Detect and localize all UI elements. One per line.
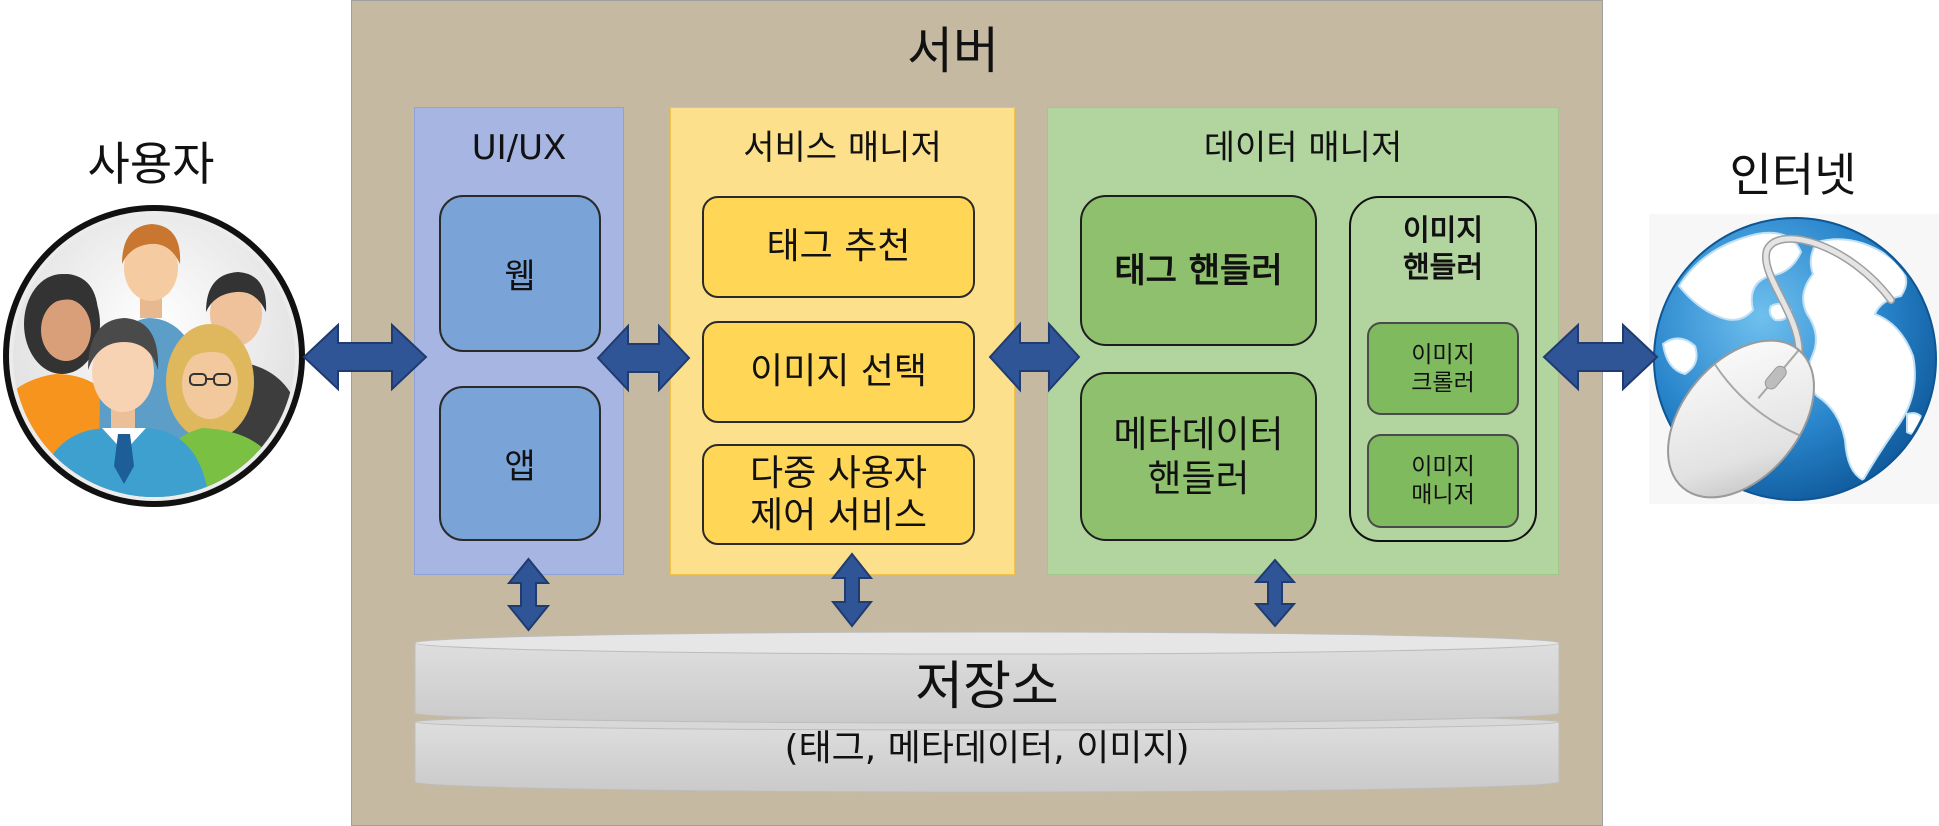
image-select-label: 이미지 선택 bbox=[749, 351, 928, 392]
data-manager-panel: 데이터 매니저 태그 핸들러 메타데이터 핸들러 이미지 핸들러 이미지 크롤러… bbox=[1047, 107, 1559, 575]
web-label: 웹 bbox=[504, 257, 536, 297]
image-handler-title-line-1: 이미지 bbox=[1402, 213, 1484, 247]
image-handler-title: 이미지 핸들러 bbox=[1351, 212, 1535, 286]
multi-user-control-box: 다중 사용자 제어 서비스 bbox=[702, 444, 975, 545]
metadata-handler-line-1: 메타데이터 bbox=[1113, 412, 1284, 456]
app-label: 앱 bbox=[504, 447, 536, 487]
uiux-service-arrow bbox=[596, 323, 691, 393]
storage-cylinder-shape bbox=[414, 631, 1560, 793]
image-handler-box: 이미지 핸들러 이미지 크롤러 이미지 매니저 bbox=[1349, 196, 1537, 542]
internet-picture bbox=[1649, 214, 1939, 504]
app-box: 앱 bbox=[439, 386, 601, 541]
server-internet-arrow bbox=[1542, 322, 1659, 392]
service-manager-title: 서비스 매니저 bbox=[743, 128, 942, 168]
service-manager-panel: 서비스 매니저 태그 추천 이미지 선택 다중 사용자 제어 서비스 bbox=[670, 107, 1015, 575]
storage-cylinder: 저장소 (태그, 메타데이터, 이미지) bbox=[414, 627, 1560, 795]
image-manager-line-1: 이미지 bbox=[1411, 454, 1475, 480]
uiux-title: UI/UX bbox=[471, 128, 567, 168]
data-manager-title: 데이터 매니저 bbox=[1203, 128, 1403, 168]
user-label: 사용자 bbox=[87, 137, 215, 191]
data-storage-arrow bbox=[1253, 558, 1297, 628]
image-manager-line-2: 매니저 bbox=[1411, 482, 1475, 508]
image-manager-box: 이미지 매니저 bbox=[1367, 434, 1519, 528]
storage-title: 저장소 bbox=[915, 657, 1059, 717]
image-crawler-box: 이미지 크롤러 bbox=[1367, 322, 1519, 415]
metadata-handler-box: 메타데이터 핸들러 bbox=[1080, 372, 1317, 541]
people-group-icon bbox=[3, 205, 305, 507]
user-server-arrow bbox=[302, 322, 428, 392]
multi-user-control-line-1: 다중 사용자 bbox=[749, 452, 928, 494]
image-select-box: 이미지 선택 bbox=[702, 321, 975, 423]
uiux-storage-arrow bbox=[506, 557, 551, 632]
uiux-panel: UI/UX 웹 앱 bbox=[414, 107, 624, 575]
image-crawler-line-1: 이미지 bbox=[1411, 341, 1475, 368]
tag-handler-label: 태그 핸들러 bbox=[1114, 250, 1283, 291]
service-data-arrow bbox=[988, 321, 1081, 393]
image-crawler-line-2: 크롤러 bbox=[1411, 369, 1475, 396]
multi-user-control-line-2: 제어 서비스 bbox=[749, 494, 928, 536]
metadata-handler-line-2: 핸들러 bbox=[1147, 456, 1250, 500]
server-title: 서버 bbox=[907, 22, 999, 80]
tag-recommend-label: 태그 추천 bbox=[766, 226, 911, 267]
storage-subtitle: (태그, 메타데이터, 이미지) bbox=[784, 728, 1190, 769]
internet-label: 인터넷 bbox=[1729, 148, 1857, 202]
tag-handler-box: 태그 핸들러 bbox=[1080, 195, 1317, 346]
users-picture bbox=[0, 202, 308, 510]
image-handler-title-line-2: 핸들러 bbox=[1402, 250, 1484, 284]
server-container: 서버 UI/UX 웹 앱 서비스 매니저 태그 추천 이미지 선택 다중 사용자… bbox=[351, 0, 1603, 826]
service-storage-arrow bbox=[830, 552, 874, 628]
tag-recommend-box: 태그 추천 bbox=[702, 196, 975, 298]
globe-mouse-icon bbox=[1649, 214, 1939, 504]
web-box: 웹 bbox=[439, 195, 601, 352]
